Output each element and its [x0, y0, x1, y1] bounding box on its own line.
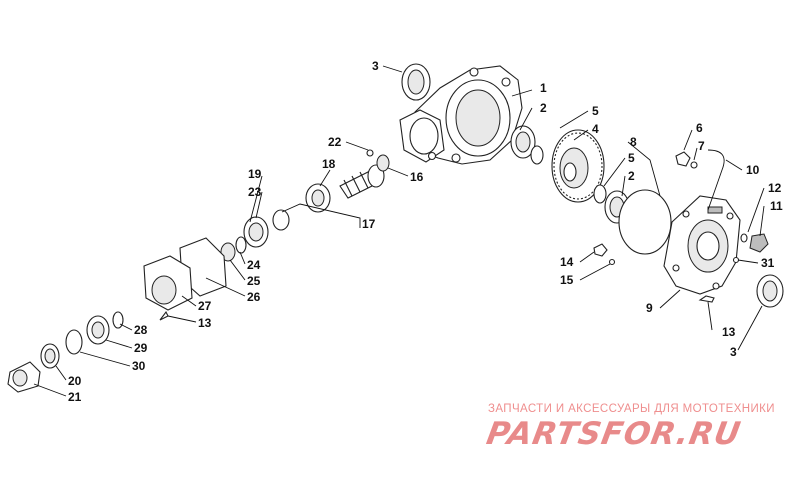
bearing-21 — [243, 216, 269, 248]
coupler-30 — [7, 361, 41, 393]
callout-26: 28 — [134, 323, 148, 337]
callout-22: 24 — [247, 258, 261, 272]
snap-ring-28 — [65, 329, 83, 355]
bearing-housing — [143, 255, 193, 311]
snap-ring-26 — [112, 311, 124, 329]
bearing-18 — [305, 183, 331, 213]
leader-lines — [33, 65, 765, 397]
callout-10: 10 — [746, 163, 760, 177]
callout-13-right: 13 — [722, 325, 736, 339]
pinion-shaft — [339, 154, 390, 199]
bolt-right — [698, 295, 715, 303]
cover — [663, 195, 741, 295]
callout-3-top: 3 — [372, 59, 379, 73]
callout-28: 30 — [132, 359, 146, 373]
plug-small — [593, 243, 616, 266]
callout-16: 16 — [410, 170, 424, 184]
spacer — [272, 209, 290, 231]
drain-plug — [740, 233, 769, 253]
bearing-upper — [510, 125, 536, 159]
callout-3-lower: 3 — [730, 345, 737, 359]
callout-8: 8 — [630, 135, 637, 149]
bolt-left — [159, 310, 169, 321]
callout-30: 21 — [68, 390, 82, 404]
callout-5-lower: 5 — [628, 151, 635, 165]
callout-20: 22 — [328, 135, 342, 149]
o-ring — [618, 189, 672, 255]
callout-24: 26 — [247, 290, 261, 304]
vent-parts — [675, 149, 725, 211]
ring-22 — [235, 236, 247, 254]
watermark-tagline: ЗАПЧАСТИ И АКСЕССУАРЫ ДЛЯ МОТОТЕХНИКИ — [488, 403, 775, 415]
callout-5-top: 5 — [592, 104, 599, 118]
callout-9: 9 — [646, 301, 653, 315]
callout-4: 4 — [592, 122, 599, 136]
main-housing — [399, 65, 523, 165]
callout-19: 19 — [248, 167, 262, 181]
callout-29: 20 — [68, 374, 82, 388]
watermark-logo: PARTSFOR.RU — [483, 416, 744, 452]
callout-11: 11 — [770, 199, 783, 213]
callout-7: 7 — [698, 139, 705, 153]
callout-27: 29 — [134, 341, 148, 355]
callout-15: 15 — [560, 273, 574, 287]
callout-18: 18 — [322, 157, 336, 171]
callout-1: 1 — [540, 81, 547, 95]
callout-23: 25 — [247, 274, 261, 288]
seal-lower — [756, 274, 784, 308]
callout-6: 6 — [696, 121, 703, 135]
ring-gear — [551, 129, 605, 203]
callout-14: 14 — [560, 255, 574, 269]
bearing-27 — [86, 315, 110, 345]
shim-lower — [593, 184, 607, 204]
shim-upper — [530, 145, 544, 165]
washer-31 — [732, 256, 740, 264]
callout-31: 31 — [761, 256, 775, 270]
callout-12: 12 — [768, 181, 782, 195]
callout-2-top: 2 — [540, 101, 547, 115]
pin-20 — [366, 149, 374, 157]
callout-17: 17 — [362, 217, 376, 231]
callout-2-lower: 2 — [628, 169, 635, 183]
seal-top — [401, 63, 431, 101]
callout-13-left: 13 — [198, 316, 212, 330]
seal-29 — [40, 343, 60, 369]
callout-25: 27 — [198, 299, 212, 313]
callout-21: 23 — [248, 185, 262, 199]
